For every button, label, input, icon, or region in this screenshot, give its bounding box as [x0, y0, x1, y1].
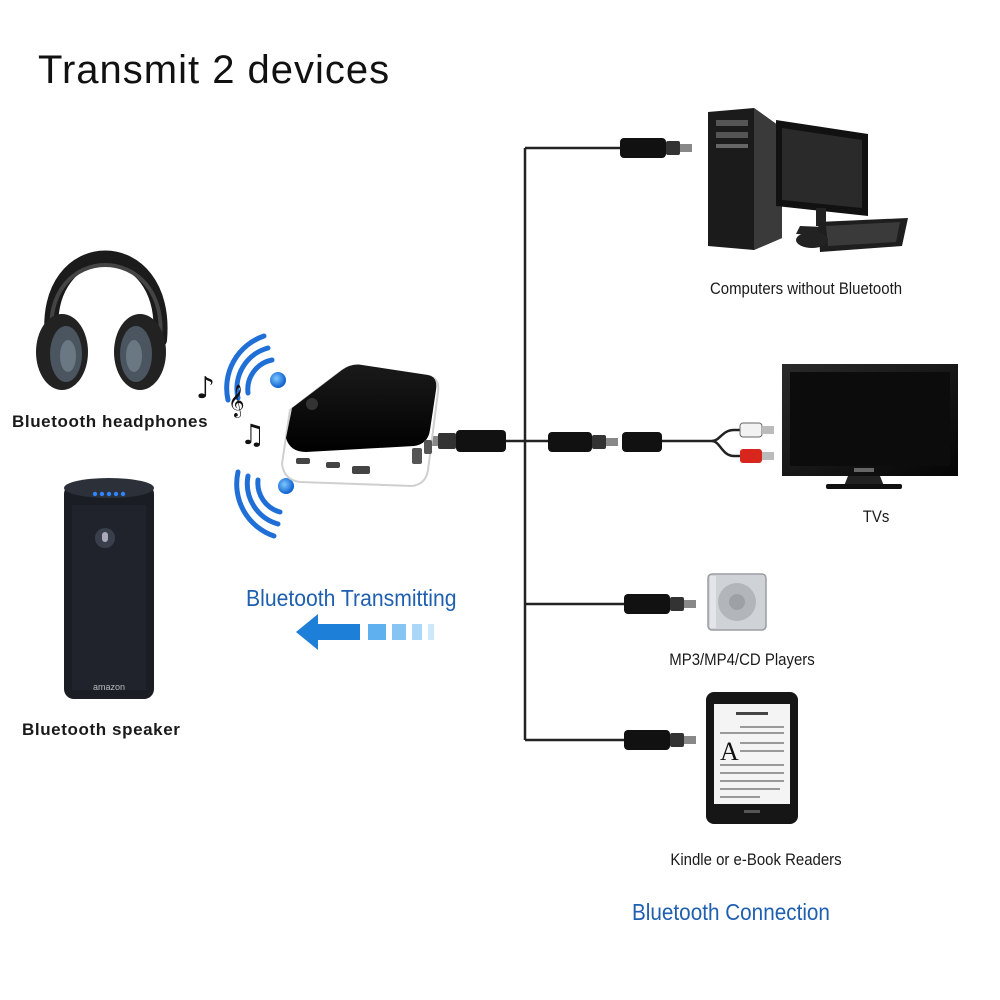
- audio-jack-tv-1: [548, 432, 618, 452]
- label-computers: Computers without Bluetooth: [709, 279, 903, 298]
- label-bluetooth-speaker: Bluetooth speaker: [22, 720, 181, 739]
- audio-jack-tv-2: [622, 432, 662, 452]
- label-ebook-readers: Kindle or e-Book Readers: [670, 850, 842, 869]
- mp3-player-icon: [707, 573, 767, 631]
- label-bluetooth-headphones: Bluetooth headphones: [12, 412, 209, 431]
- bluetooth-dot-top-icon: [270, 372, 286, 388]
- tv-icon: [782, 364, 958, 489]
- label-tvs: TVs: [862, 507, 890, 526]
- music-note-icon: ♪: [196, 371, 215, 406]
- cable-network: [505, 146, 712, 742]
- label-bluetooth-transmitting: Bluetooth Transmitting: [246, 585, 457, 611]
- bluetooth-transmitter-icon: [280, 364, 440, 488]
- rca-plugs: [711, 422, 774, 463]
- bluetooth-wave-bottom-icon: [234, 469, 283, 539]
- page-title: Transmit 2 devices: [38, 48, 391, 92]
- music-notes-icon: ♫: [240, 418, 265, 451]
- desktop-computer-icon: [708, 108, 908, 252]
- bluetooth-wave-top-icon: [224, 333, 275, 403]
- bluetooth-dot-bottom-icon: [278, 478, 294, 494]
- audio-jack-kindle: [624, 730, 696, 750]
- headphones-icon: [36, 250, 168, 390]
- label-mp3-players: MP3/MP4/CD Players: [669, 650, 815, 669]
- music-clef-icon: 𝄞: [228, 384, 245, 418]
- speaker-brand: amazon: [93, 682, 125, 692]
- transmitting-arrow-icon: [296, 614, 434, 650]
- label-bluetooth-connection: Bluetooth Connection: [632, 899, 830, 925]
- audio-jack-mp3: [624, 594, 696, 614]
- smart-speaker-icon: amazon: [64, 478, 154, 699]
- audio-jack-transmitter: [428, 430, 506, 452]
- svg-text:A: A: [720, 737, 739, 766]
- ebook-reader-icon: A: [706, 692, 798, 824]
- audio-jack-computer: [620, 138, 692, 158]
